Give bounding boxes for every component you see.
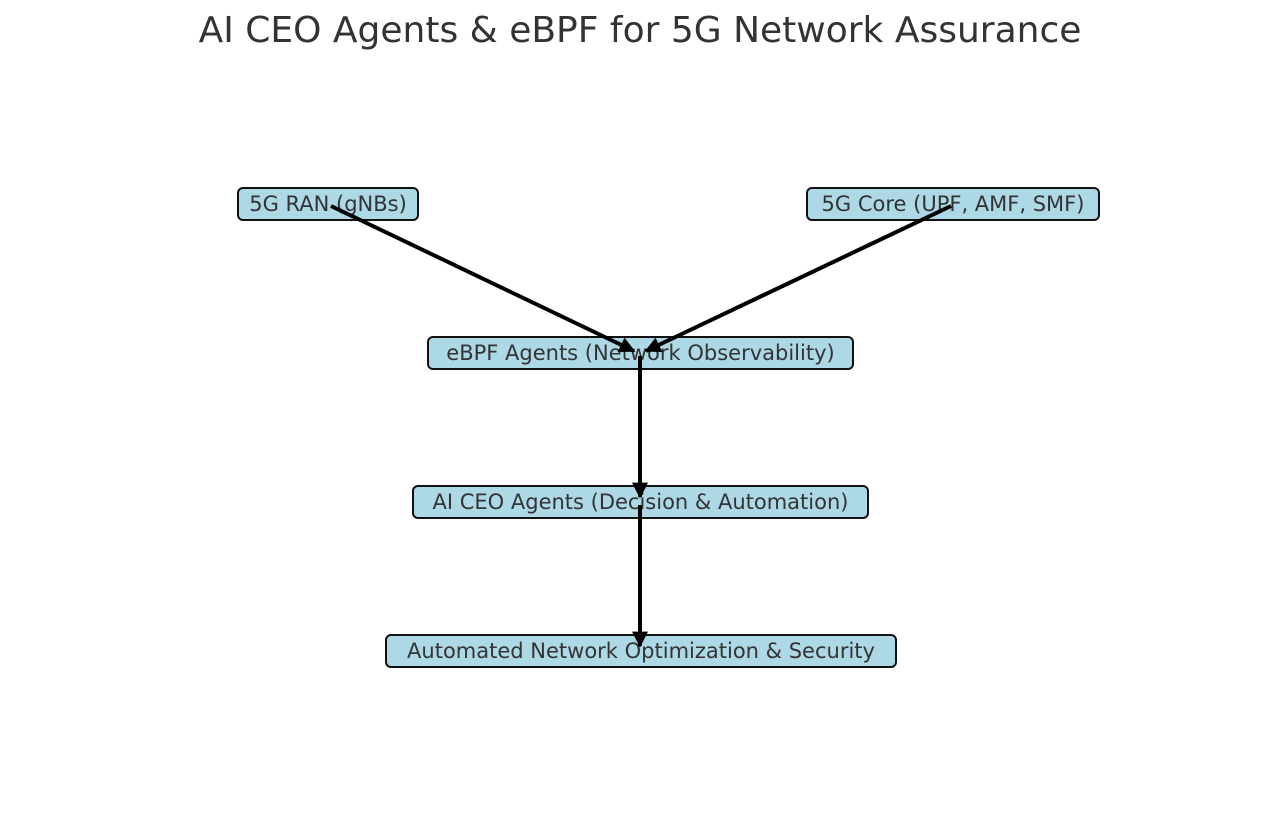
node-ai-ceo-agents: AI CEO Agents (Decision & Automation)	[412, 485, 869, 519]
edge-core-to-ebpf	[644, 204, 952, 353]
diagram-title: AI CEO Agents & eBPF for 5G Network Assu…	[198, 10, 1082, 51]
node-5g-ran: 5G RAN (gNBs)	[237, 187, 419, 221]
node-ebpf-agents: eBPF Agents (Network Observability)	[427, 336, 854, 370]
node-5g-core: 5G Core (UPF, AMF, SMF)	[806, 187, 1100, 221]
node-automated-optimization: Automated Network Optimization & Securit…	[385, 634, 897, 668]
edge-ran-to-ebpf	[330, 204, 636, 353]
